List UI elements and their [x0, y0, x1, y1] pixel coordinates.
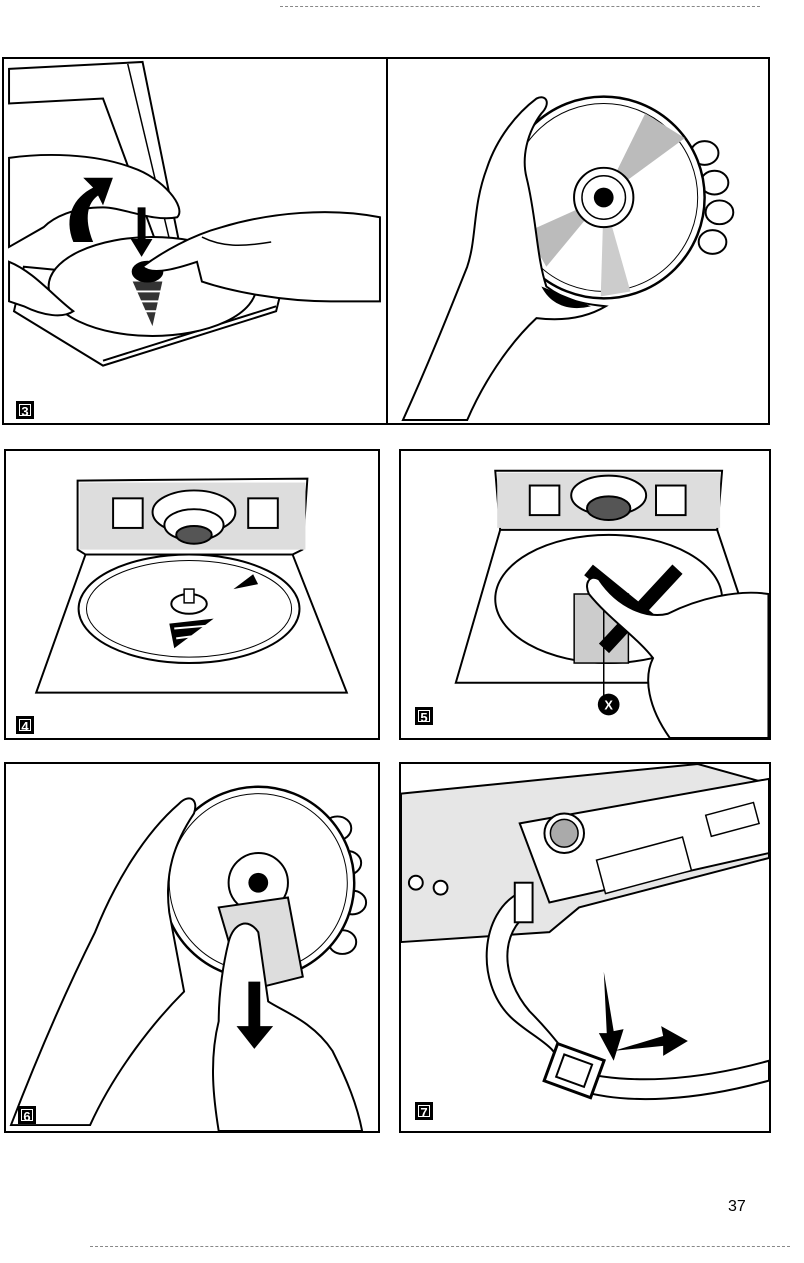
figure-7-illustration — [401, 764, 769, 1131]
page-number: 37 — [728, 1198, 746, 1216]
figure-6-illustration — [6, 764, 378, 1131]
figure-5-illustration: X — [401, 451, 769, 738]
figure-6-wipe-disc: 6 — [4, 762, 380, 1133]
figure-4-illustration — [6, 451, 378, 738]
figure-5-callout-x: X — [604, 697, 613, 712]
figure-4-number-badge: 4 — [16, 716, 34, 734]
figure-5-do-not-touch-pickup: X 5 — [399, 449, 771, 740]
figure-7-number-badge: 7 — [415, 1102, 433, 1120]
figure-3-hold-disc-by-edges — [386, 57, 770, 425]
figure-3-number-badge: 3 — [16, 401, 34, 419]
figure-3-remove-disc-from-case: 3 — [2, 57, 388, 425]
scan-artifact-top — [280, 6, 760, 7]
figure-7-attach-strap: 7 — [399, 762, 771, 1133]
figure-6-number-badge: 6 — [18, 1106, 36, 1124]
figure-3b-illustration — [388, 59, 768, 423]
figure-5-number-badge: 5 — [415, 707, 433, 725]
scan-artifact-bottom — [90, 1246, 790, 1247]
figure-3-illustration — [4, 59, 386, 423]
figure-4-disc-on-spindle: 4 — [4, 449, 380, 740]
